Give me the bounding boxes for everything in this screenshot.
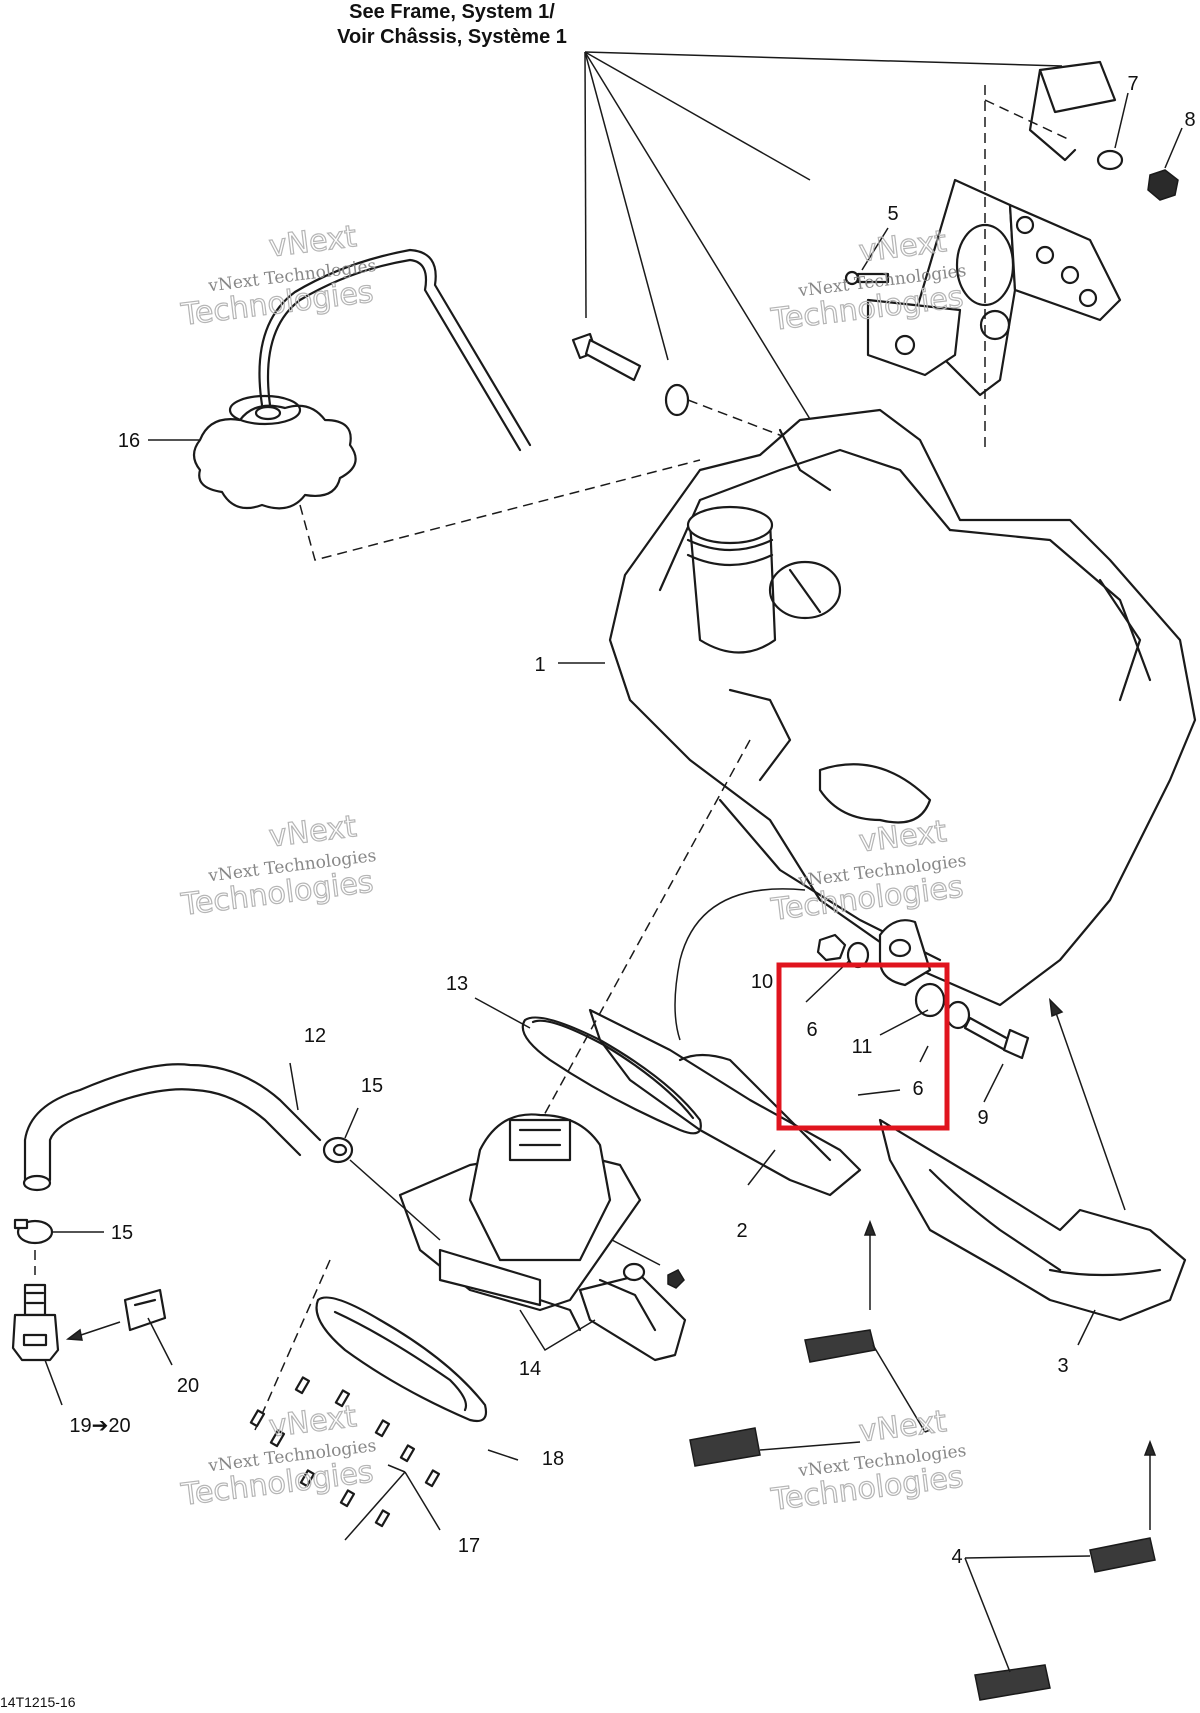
watermark-1: vNext vNext Technologies Technologies <box>178 219 377 334</box>
callout-12: 12 <box>304 1025 326 1047</box>
callout-9: 9 <box>977 1107 988 1129</box>
watermark-4: vNext vNext Technologies Technologies <box>768 814 967 929</box>
callout-5: 5 <box>887 203 898 225</box>
reference-note-line1: See Frame, System 1/ <box>349 1 555 23</box>
mounting-bracket <box>866 60 1122 450</box>
drawing-code: 14T1215-16 <box>0 1694 76 1710</box>
watermark-3: vNext vNext Technologies Technologies <box>178 809 377 924</box>
grommet-11 <box>914 982 946 1018</box>
highlight-box <box>776 962 950 1131</box>
watermark-5-vnext: vNext <box>267 1399 358 1444</box>
watermark-6-vnext: vNext <box>857 1404 948 1449</box>
callout-17: 17 <box>458 1535 480 1557</box>
seal-13 <box>521 1016 702 1135</box>
callout-15-upper: 15 <box>361 1075 383 1097</box>
fuel-pump-14 <box>398 1113 687 1362</box>
callout-1: 1 <box>534 654 545 676</box>
watermark-3-vnext: vNext <box>267 809 358 854</box>
callout-7: 7 <box>1127 73 1138 95</box>
callout-labels: 1 2 3 4 5 6 6 7 8 9 10 11 12 13 14 15 15… <box>69 73 1195 1568</box>
heat-shield-2 <box>588 1008 862 1197</box>
fuel-cap-16 <box>192 248 532 510</box>
callout-leaders <box>44 92 1183 1673</box>
heat-shield-3 <box>878 1118 1187 1322</box>
reference-leader-lines <box>584 51 1063 456</box>
pad-arrows <box>863 997 1157 1530</box>
washer-6-lower <box>945 1000 971 1030</box>
locking-ring-18 <box>315 1296 488 1423</box>
callout-2: 2 <box>736 1220 747 1242</box>
fuel-tank-1 <box>608 408 1197 1007</box>
callout-11: 11 <box>852 1036 873 1058</box>
clamp-15-lower <box>13 1218 54 1245</box>
callout-14: 14 <box>519 1358 541 1380</box>
callout-6-upper: 6 <box>806 1019 817 1041</box>
watermark-1-vnext: vNext <box>267 219 358 264</box>
callout-6-lower: 6 <box>912 1078 923 1100</box>
callout-15-lower: 15 <box>111 1222 133 1244</box>
callout-10: 10 <box>751 971 773 993</box>
watermark-6: vNext vNext Technologies Technologies <box>768 1404 967 1519</box>
retainer-20 <box>123 1288 167 1332</box>
callout-8: 8 <box>1184 109 1195 131</box>
bolt-9 <box>963 1016 1030 1060</box>
clamp-15-upper <box>322 1136 354 1164</box>
frame-bolt <box>571 332 642 382</box>
nut-10 <box>816 933 847 962</box>
frame-washer <box>664 383 690 417</box>
callout-3: 3 <box>1057 1355 1068 1377</box>
washer-7 <box>1096 149 1124 171</box>
nut-8 <box>1147 169 1179 201</box>
fuel-hose-12 <box>22 1063 322 1192</box>
callout-19-20: 19➔20 <box>69 1415 130 1437</box>
callout-16: 16 <box>118 430 140 452</box>
screws-17 <box>249 1259 441 1528</box>
quick-connector-19 <box>11 1283 60 1362</box>
callout-18: 18 <box>542 1448 564 1470</box>
callout-20: 20 <box>177 1375 199 1397</box>
adhesive-pads-4 <box>689 1329 1156 1701</box>
callout-4: 4 <box>951 1546 962 1568</box>
reference-note-line2: Voir Châssis, Système 1 <box>337 26 567 48</box>
bolt-5 <box>844 270 890 286</box>
callout-13: 13 <box>446 973 468 995</box>
